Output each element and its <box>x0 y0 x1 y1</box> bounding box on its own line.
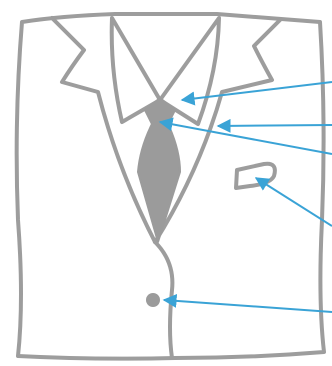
jacket-button <box>146 293 160 307</box>
arrow-to-shirt-collar <box>218 125 332 126</box>
